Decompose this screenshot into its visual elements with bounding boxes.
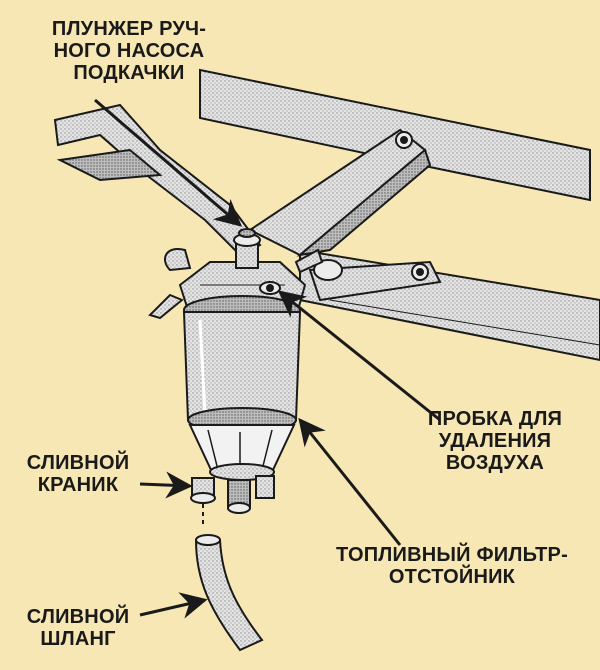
air-bleed-plug [259, 281, 281, 295]
label-line: ОТСТОЙНИК [388, 566, 516, 588]
label-air-bleed-plug: ПРОБКА ДЛЯ УДАЛЕНИЯ ВОЗДУХА [410, 408, 580, 474]
mounting-bracket [248, 128, 442, 302]
label-line: СЛИВНОЙ [26, 606, 130, 628]
leader-filter [298, 417, 402, 546]
label-line: ПОДКАЧКИ [73, 62, 185, 84]
label-line: УДАЛЕНИЯ [438, 430, 552, 452]
filter-bowl [182, 311, 302, 433]
leader-plunger [94, 98, 243, 227]
label-line: ТОПЛИВНЫЙ ФИЛЬТР- [336, 544, 568, 566]
label-pump-plunger: ПЛУНЖЕР РУЧ- НОГО НАСОСА ПОДКАЧКИ [14, 18, 244, 84]
label-line: ПРОБКА ДЛЯ [427, 408, 563, 430]
label-drain-tap: СЛИВНОЙ КРАНИК [8, 452, 148, 496]
label-line: КРАНИК [37, 474, 119, 496]
label-line: НОГО НАСОСА [53, 40, 205, 62]
label-line: ПЛУНЖЕР РУЧ- [51, 18, 207, 40]
leader-plug [277, 290, 441, 422]
label-drain-hose: СЛИВНОЙ ШЛАНГ [8, 606, 148, 650]
label-fuel-filter: ТОПЛИВНЫЙ ФИЛЬТР- ОТСТОЙНИК [322, 544, 582, 588]
sediment-bowl [188, 424, 296, 481]
label-line: СЛИВНОЙ [26, 452, 130, 474]
drain-hose [194, 534, 264, 652]
pump-plunger [233, 228, 261, 269]
leader-tap [139, 471, 193, 499]
fuel-pipes [148, 248, 324, 320]
leader-lines [94, 98, 441, 619]
label-line: ШЛАНГ [40, 628, 116, 650]
label-line: ВОЗДУХА [445, 452, 545, 474]
support-bar [53, 103, 262, 257]
leader-hose [139, 592, 208, 619]
